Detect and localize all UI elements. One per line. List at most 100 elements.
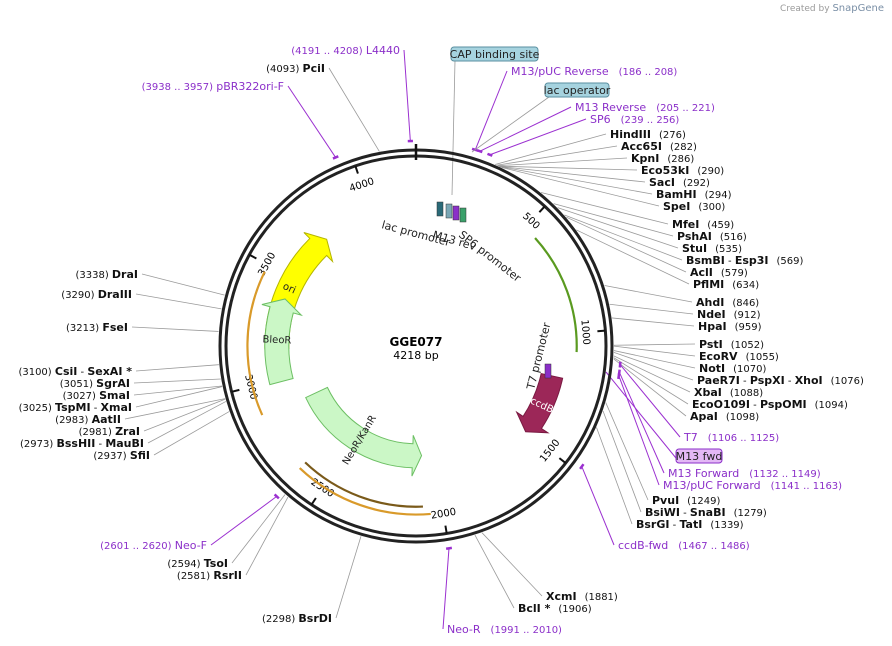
label-m13-rev: M13 rev [431,228,478,253]
restriction-site-11[interactable]: AclI(579) [690,266,748,279]
primer-10[interactable]: Neo-R(1991 .. 2010) [447,623,562,636]
restriction-site-13[interactable]: AhdI(846) [696,296,759,309]
restriction-site-3[interactable]: Eco53kI(290) [641,164,724,177]
leader-line [581,466,615,546]
leader-line [124,398,226,420]
restriction-site-23[interactable]: PvuI(1249) [652,494,721,507]
restriction-site-18[interactable]: NotI(1070) [699,362,766,375]
box-lac-operator[interactable] [544,82,610,98]
box-label-lac-operator: lac operator [544,84,611,97]
leader-line [131,326,219,332]
primer-6[interactable]: M13 Forward(1132 .. 1149) [668,467,821,480]
restriction-site-left-3[interactable]: (3213) FseI [66,321,128,334]
restriction-site-2[interactable]: KpnI(286) [631,152,694,165]
restriction-site-left-9[interactable]: (2981) ZraI [79,425,140,438]
restriction-site-left-0[interactable]: (4093) PciI [266,62,325,75]
primer-1[interactable]: (3938 .. 3957) pBR322ori-F [142,80,284,93]
leader-line [576,229,690,285]
box-cap-binding-site[interactable] [450,46,539,62]
restriction-site-20[interactable]: XbaI(1088) [694,386,763,399]
snapgene-logo: SnapGene [832,3,884,14]
restriction-site-7[interactable]: MfeI(459) [672,218,734,231]
leader-line [611,317,695,327]
restriction-site-26[interactable]: XcmI(1881) [546,590,618,603]
restriction-site-left-6[interactable]: (3027) SmaI [63,389,130,402]
bp-tick [248,253,257,260]
restriction-site-24[interactable]: BsiWI - SnaBI(1279) [645,506,767,519]
restriction-site-22[interactable]: ApaI(1098) [690,410,759,423]
leader-line [495,133,607,165]
plasmid-name: GGE077 [390,335,443,349]
restriction-site-5[interactable]: BamHI(294) [656,188,732,201]
leader-line [498,165,638,171]
primer-0[interactable]: (4191 .. 4208) L4440 [291,44,400,57]
restriction-site-12[interactable]: PflMI(634) [693,278,759,291]
leader-line [496,145,618,166]
restriction-site-left-10[interactable]: (2973) BssHII - MauBI [20,437,144,450]
restriction-site-10[interactable]: BsmBI - Esp3I(569) [686,254,804,267]
restriction-site-left-2[interactable]: (3290) DraIII [61,288,132,301]
leader-line [605,371,681,464]
restriction-site-left-4[interactable]: (3100) CsiI - SexAI * [18,365,132,378]
restriction-site-left-8[interactable]: (2983) AatII [55,413,121,426]
restriction-site-15[interactable]: HpaI(959) [698,320,762,333]
restriction-site-1[interactable]: Acc65I(282) [621,140,697,153]
restriction-site-left-7[interactable]: (3025) TspMI - XmaI [19,401,132,414]
bp-tick [444,525,448,534]
feature-neor[interactable] [305,386,423,477]
leader-line [596,427,633,525]
restriction-site-left-13[interactable]: (2581) RsrII [177,569,242,582]
primer-mark [332,155,339,160]
primer-7[interactable]: M13/pUC Forward(1141 .. 1163) [663,479,842,492]
leader-line [618,375,660,486]
leader-line [618,371,665,474]
restriction-site-27[interactable]: BclI *(1906) [518,602,592,615]
leader-line [231,494,286,564]
restriction-site-left-1[interactable]: (3338) DraI [75,268,138,281]
leader-line [489,118,587,156]
leader-line [335,536,362,619]
primer-8[interactable]: ccdB-fwd(1467 .. 1486) [618,539,750,552]
restriction-site-6[interactable]: SpeI(300) [663,200,725,213]
leader-line [613,358,687,417]
primer-4[interactable]: SP6(239 .. 256) [590,113,679,126]
primer-2[interactable]: M13/pUC Reverse(186 .. 208) [511,65,677,78]
restriction-site-9[interactable]: StuI(535) [682,242,742,255]
restriction-site-0[interactable]: HindIII(276) [610,128,686,141]
bp-tick [597,329,606,333]
primer-3[interactable]: M13 Reverse(205 .. 221) [575,101,715,114]
restriction-site-left-12[interactable]: (2594) TsoI [167,557,228,570]
leader-line [135,293,222,310]
restriction-site-left-5[interactable]: (3051) SgrAI [60,377,130,390]
credit-prefix: Created by [780,4,830,14]
leader-line [479,106,572,152]
bp-tick [231,388,240,393]
leader-lines [124,49,696,630]
leader-line [613,343,696,346]
restriction-site-25[interactable]: BsrGI - TatI(1339) [636,518,744,531]
restriction-site-left-14[interactable]: (2298) BsrDI [262,612,332,625]
restriction-site-4[interactable]: SacI(292) [649,176,710,189]
restriction-site-21[interactable]: EcoO109I - PspOMI(1094) [692,398,848,411]
restriction-site-16[interactable]: PstI(1052) [699,338,764,351]
leader-line [557,207,679,249]
restriction-site-14[interactable]: NdeI(912) [697,308,761,321]
m13rev-glyph [452,205,460,221]
restriction-site-17[interactable]: EcoRV(1055) [699,350,779,363]
restriction-site-19[interactable]: PaeR7I - PspXI - XhoI(1076) [697,374,864,387]
restriction-site-8[interactable]: PshAI(516) [677,230,747,243]
primer-mark [618,361,622,368]
bp-tick-label: 3500 [256,251,278,279]
snapgene-credit: Created by SnapGene [780,3,884,14]
bp-tick [310,497,317,506]
feature-bleor[interactable] [261,298,304,386]
box-m13-fwd[interactable] [675,448,723,464]
site-labels[interactable]: HindIII(276)Acc65I(282)KpnI(286)Eco53kI(… [18,44,864,636]
primer-mark [617,372,621,380]
restriction-site-left-11[interactable]: (2937) SfiI [93,449,150,462]
leader-line [499,166,646,183]
primer-9[interactable]: (2601 .. 2620) Neo-F [100,539,207,552]
primer-5[interactable]: T7(1106 .. 1125) [683,431,779,444]
feature-ccdb[interactable] [515,372,564,434]
